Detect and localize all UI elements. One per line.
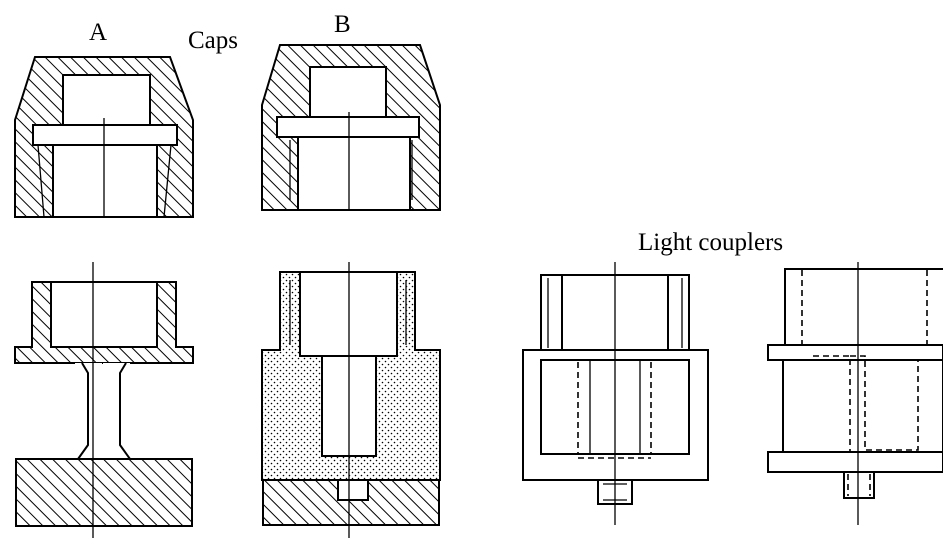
holder-a bbox=[14, 262, 194, 538]
label-b: B bbox=[334, 11, 351, 38]
light-coupler-1 bbox=[522, 262, 709, 525]
label-caps: Caps bbox=[188, 27, 238, 54]
holder-b bbox=[261, 262, 441, 538]
label-light-couplers: Light couplers bbox=[638, 229, 783, 256]
label-a: A bbox=[89, 19, 107, 46]
light-coupler-2 bbox=[767, 262, 943, 525]
cap-b bbox=[261, 44, 441, 211]
cap-a bbox=[14, 56, 194, 218]
